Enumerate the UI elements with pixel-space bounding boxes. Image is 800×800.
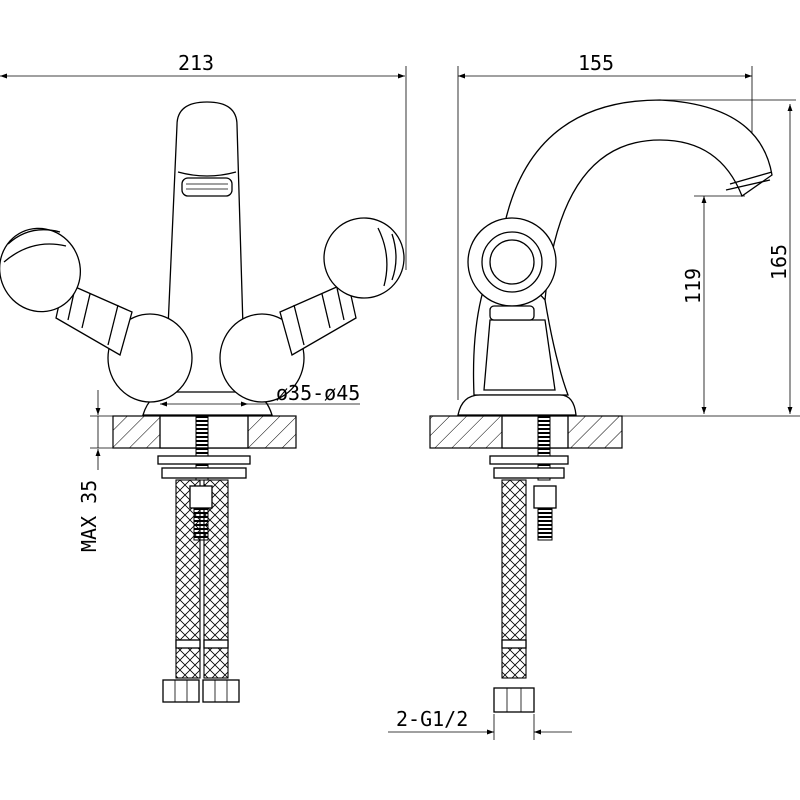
side-base (457, 394, 577, 416)
side-spout (499, 99, 773, 302)
thickness-label: MAX 35 (77, 480, 101, 552)
thickness-dimension: MAX 35 (77, 390, 113, 552)
width-dimension: 213 (0, 51, 407, 270)
front-spout-body (164, 101, 246, 396)
front-view: 213 (0, 51, 407, 703)
front-hose-nut-right (202, 679, 240, 703)
left-handle (0, 227, 193, 403)
height-dimension: 165 (662, 99, 796, 414)
connection-label: 2-G1/2 (396, 707, 468, 731)
side-handle (467, 217, 557, 391)
side-hose-nut (493, 687, 535, 713)
depth-label: 155 (578, 51, 614, 75)
spout-height-dimension: 119 (681, 195, 745, 414)
front-hose-nut-left (162, 679, 200, 703)
spout-height-label: 119 (681, 268, 705, 304)
connection-dimension: 2-G1/2 (388, 707, 572, 740)
right-handle (219, 217, 405, 403)
hole-diameter-dimension: ø35-ø45 (160, 381, 360, 407)
width-label: 213 (178, 51, 214, 75)
height-label: 165 (767, 244, 791, 280)
hole-diameter-label: ø35-ø45 (276, 381, 360, 405)
side-view: 155 165 119 (388, 51, 800, 740)
depth-dimension: 155 (457, 51, 753, 400)
